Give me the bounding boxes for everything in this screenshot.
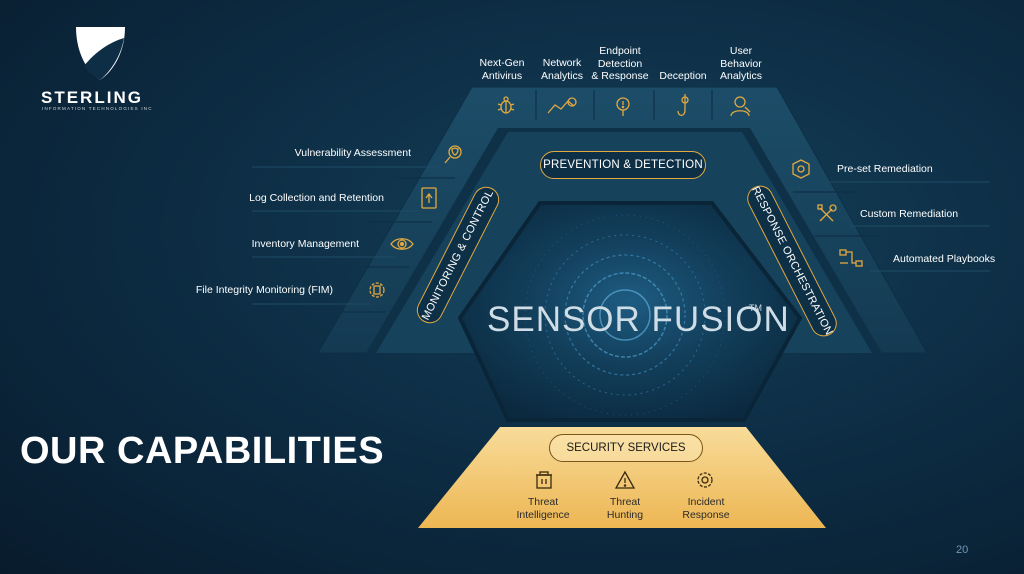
gear-icon bbox=[695, 470, 715, 490]
label-deception: Deception bbox=[654, 70, 712, 83]
slide-title: OUR CAPABILITIES bbox=[20, 430, 384, 473]
label-user-behavior: User Behavior Analytics bbox=[712, 45, 770, 83]
prevention-detection-pill: PREVENTION & DETECTION bbox=[540, 151, 706, 179]
building-icon bbox=[534, 470, 554, 490]
endpoint-icon bbox=[612, 95, 634, 117]
security-services-pill: SECURITY SERVICES bbox=[549, 434, 703, 462]
gear-file-icon bbox=[366, 279, 388, 301]
warning-icon bbox=[614, 470, 636, 490]
label-file-integrity-monitoring: File Integrity Monitoring (FIM) bbox=[196, 284, 333, 296]
label-next-gen-antivirus: Next-Gen Antivirus bbox=[474, 57, 530, 82]
hook-icon bbox=[675, 92, 693, 120]
label-automated-playbooks: Automated Playbooks bbox=[893, 253, 995, 265]
label-network-analytics: Network Analytics bbox=[534, 57, 590, 82]
chart-icon bbox=[546, 96, 580, 116]
user-icon bbox=[728, 94, 752, 118]
sensor-fusion-title: SENSOR FUSION bbox=[487, 300, 790, 340]
brand-tagline: INFORMATION TECHNOLOGIES INC bbox=[42, 106, 153, 111]
box-gear-icon bbox=[790, 158, 812, 180]
label-pre-set-remediation: Pre-set Remediation bbox=[837, 163, 933, 175]
label-threat-intelligence: Threat Intelligence bbox=[508, 496, 578, 521]
flow-icon bbox=[838, 248, 864, 268]
brand-name: STERLING bbox=[41, 88, 143, 108]
label-incident-response: Incident Response bbox=[671, 496, 741, 521]
sterling-logo-shield bbox=[76, 27, 125, 80]
bug-icon bbox=[495, 95, 517, 117]
page-number: 20 bbox=[956, 544, 968, 556]
log-icon bbox=[420, 186, 438, 210]
label-threat-hunting: Threat Hunting bbox=[590, 496, 660, 521]
label-inventory-management: Inventory Management bbox=[252, 238, 359, 250]
magnify-shield-icon bbox=[443, 143, 465, 165]
trademark-mark: TM bbox=[749, 303, 762, 313]
label-custom-remediation: Custom Remediation bbox=[860, 208, 958, 220]
eye-icon bbox=[389, 235, 415, 253]
tools-icon bbox=[816, 203, 838, 225]
label-log-collection: Log Collection and Retention bbox=[249, 192, 384, 204]
label-endpoint-detection: Endpoint Detection & Response bbox=[588, 45, 652, 83]
label-vulnerability-assessment: Vulnerability Assessment bbox=[295, 147, 411, 159]
